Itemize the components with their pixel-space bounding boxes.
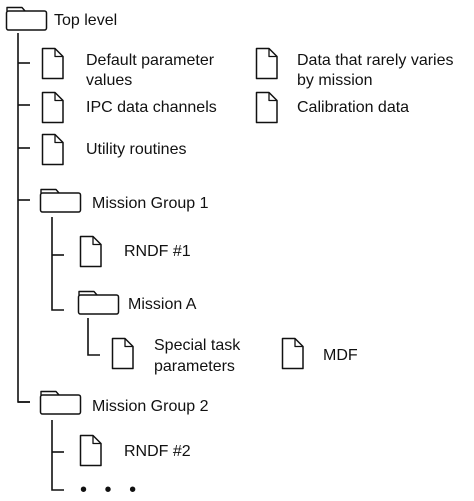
document-outline: [41, 47, 64, 80]
folder-tab: [40, 390, 60, 396]
document-fold: [54, 48, 63, 58]
document-outline: [255, 47, 278, 80]
special-task-label-line1: Special task: [154, 337, 241, 354]
document-fold: [268, 48, 277, 58]
default-params-label-line2: values: [86, 72, 133, 89]
document-icon-rare-data: [255, 47, 278, 80]
mission-group-1-trunk: [51, 217, 64, 311]
mission-group-2-label: Mission Group 2: [92, 398, 209, 415]
document-fold: [92, 435, 101, 445]
document-fold: [92, 236, 101, 246]
rare-data-label-line2: by mission: [297, 72, 373, 89]
tree-connectors: [17, 33, 100, 491]
folder-icon-mission-group-2: [39, 390, 82, 415]
document-outline: [281, 337, 304, 370]
document-icon-calibration: [255, 91, 278, 124]
mission-group-1-label: Mission Group 1: [92, 195, 209, 212]
document-fold: [268, 92, 277, 102]
document-outline: [255, 91, 278, 124]
rare-data-label-line1: Data that rarely varies: [297, 52, 454, 69]
folder-icon-mission-a: [77, 290, 120, 315]
top-level-label: Top level: [54, 12, 118, 29]
calibration-label: Calibration data: [297, 99, 410, 116]
document-outline: [79, 235, 102, 268]
document-fold: [54, 92, 63, 102]
mdf-label: MDF: [323, 347, 358, 364]
utility-label: Utility routines: [86, 141, 187, 158]
document-fold: [54, 134, 63, 144]
tree-icons: [5, 6, 304, 467]
main-trunk-connector: [17, 33, 30, 403]
document-outline: [111, 337, 134, 370]
folder-body: [77, 294, 120, 315]
folder-tab: [6, 6, 26, 12]
document-icon-utility: [41, 133, 64, 166]
document-icon-default-params: [41, 47, 64, 80]
document-icon-ipc: [41, 91, 64, 124]
document-icon-special-task: [111, 337, 134, 370]
folder-body: [39, 192, 82, 213]
folder-tab: [78, 290, 98, 296]
continuation-ellipsis: • • •: [80, 479, 143, 501]
folder-body: [39, 394, 82, 415]
folder-body: [5, 10, 48, 31]
special-task-label-line2: parameters: [154, 358, 235, 375]
rndf2-label: RNDF #2: [124, 443, 191, 460]
folder-icon-top-level: [5, 6, 48, 31]
rndf1-label: RNDF #1: [124, 243, 191, 260]
default-params-label-line1: Default parameter: [86, 52, 215, 69]
folder-icon-mission-group-1: [39, 188, 82, 213]
folder-tab: [40, 188, 60, 194]
mission-a-trunk: [87, 318, 100, 356]
document-outline: [41, 91, 64, 124]
document-outline: [79, 434, 102, 467]
document-icon-mdf: [281, 337, 304, 370]
document-icon-rndf1: [79, 235, 102, 268]
document-outline: [41, 133, 64, 166]
document-icon-rndf2: [79, 434, 102, 467]
document-fold: [294, 338, 303, 348]
mission-group-2-trunk: [51, 420, 64, 491]
ipc-label: IPC data channels: [86, 99, 217, 116]
document-fold: [124, 338, 133, 348]
mission-a-label: Mission A: [128, 296, 197, 313]
